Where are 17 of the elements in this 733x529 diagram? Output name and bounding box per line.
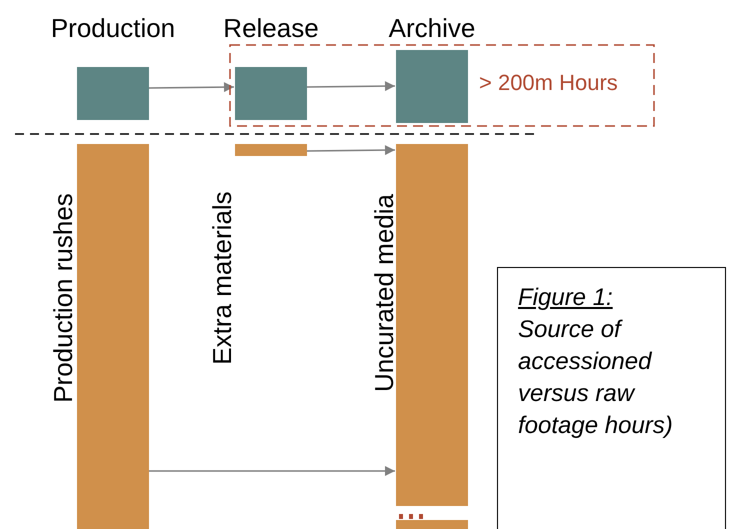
caption-box [497, 267, 726, 529]
arrow [149, 466, 395, 476]
column-heading: Archive [388, 15, 476, 41]
bar-label: Uncurated media [371, 194, 397, 392]
caption-text: Source of accessioned versus raw footage hours) [518, 315, 674, 441]
arrow [307, 81, 395, 92]
column-heading: Production [50, 15, 176, 41]
footage-bar [77, 144, 149, 529]
bar-label: Extra materials [209, 191, 235, 365]
bar-label: Production rushes [50, 193, 76, 403]
figure-number: Figure 1: [518, 283, 614, 313]
footage-bar [235, 144, 307, 156]
column-heading: Release [223, 15, 319, 41]
footage-bar [396, 144, 468, 506]
region-label: > 200m Hours [479, 72, 618, 94]
arrow [148, 82, 234, 92]
arrow [307, 145, 395, 156]
